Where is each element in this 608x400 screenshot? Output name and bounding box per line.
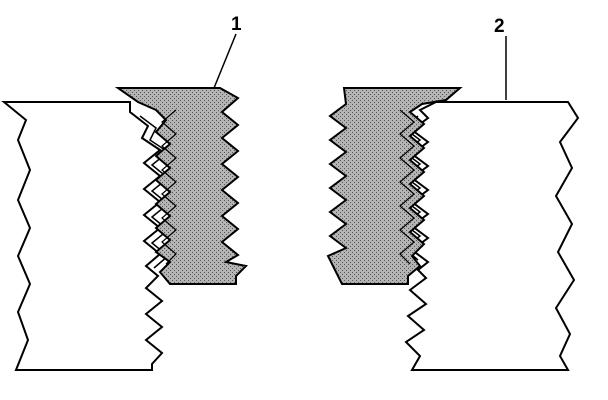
left-housing-block [1,101,164,371]
right-insert-coil-edge [399,109,415,265]
callout-1-label: 1 [231,14,242,35]
right-thread-insert [326,87,463,285]
right-hole-thread-lining [402,115,422,261]
left-hole-thread-lining [139,115,170,269]
callout-2-label: 2 [494,16,505,37]
callout-1-leader [213,33,237,89]
left-thread-insert [114,87,249,285]
left-insert-coil-edge [161,109,177,265]
right-housing-block [404,101,580,371]
